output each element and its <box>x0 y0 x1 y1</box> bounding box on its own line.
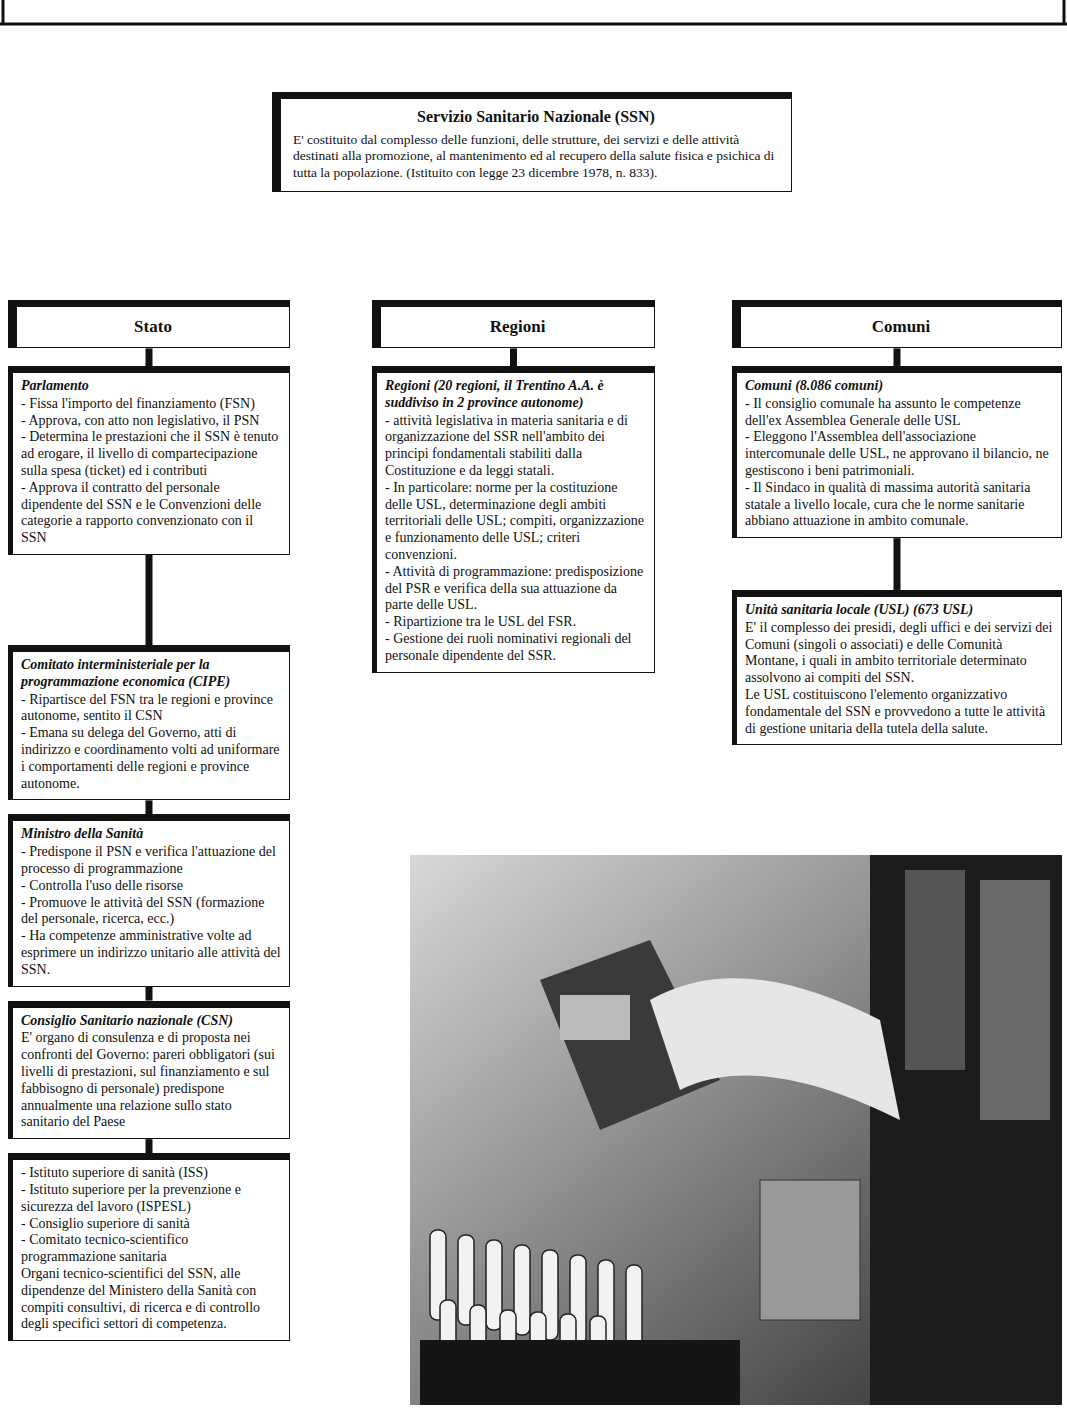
box-text: - Il consiglio comunale ha assunto le co… <box>745 396 1053 430</box>
frame-line <box>0 23 1067 26</box>
box-text: - Gestione dei ruoli nominativi regional… <box>385 631 646 665</box>
connector-bar <box>510 348 517 366</box>
organ-box: Comuni (8.086 comuni)- Il consiglio comu… <box>732 366 1062 538</box>
organ-box: Consiglio Sanitario nazionale (CSN)E' or… <box>8 1001 290 1140</box>
title-box: Servizio Sanitario Nazionale (SSN) E' cos… <box>272 92 792 192</box>
photo-display <box>560 995 630 1040</box>
box-heading: Unità sanitaria locale (USL) (673 USL) <box>745 602 1053 619</box>
box-text: Le USL costituiscono l'elemento organizz… <box>745 687 1053 737</box>
box-text: - Comitato tecnico-scientifico programma… <box>21 1232 281 1266</box>
column-header: Regioni <box>372 300 655 348</box>
box-text: - In particolare: norme per la costituzi… <box>385 480 646 564</box>
photo-machine <box>870 855 1062 1405</box>
connector-bar <box>894 348 901 366</box>
lab-photo <box>410 855 1062 1405</box>
connector-bar <box>146 555 153 645</box>
organ-box: Comitato interministeriale per la progra… <box>8 645 290 800</box>
box-text: - Fissa l'importo del finanziamento (FSN… <box>21 396 281 413</box>
box-text: - Istituto superiore di sanità (ISS) <box>21 1165 281 1182</box>
box-text: - Promuove le attività del SSN (formazio… <box>21 895 281 929</box>
box-text: - attività legislativa in materia sanita… <box>385 413 646 480</box>
box-text: E' organo di consulenza e di proposta ne… <box>21 1030 281 1131</box>
connector-bar <box>146 1139 153 1153</box>
box-text: Stato <box>25 317 281 337</box>
box-text: - Ha competenze amministrative volte ad … <box>21 928 281 978</box>
organ-box: Unità sanitaria locale (USL) (673 USL)E'… <box>732 590 1062 745</box>
connector-bar <box>146 987 153 1001</box>
column-header: Stato <box>8 300 290 348</box>
connector-bar <box>146 800 153 814</box>
column-header: Comuni <box>732 300 1062 348</box>
box-text: E' costituito dal complesso delle funzio… <box>293 132 779 181</box>
box-text: - Attività di programmazione: predisposi… <box>385 564 646 614</box>
box-heading: Ministro della Sanità <box>21 826 281 843</box>
photo-machine <box>980 880 1050 1120</box>
box-text: - Approva, con atto non legislativo, il … <box>21 413 281 430</box>
box-text: - Ripartizione tra le USL del FSR. <box>385 614 646 631</box>
box-text: - Eleggono l'Assemblea dell'associazione… <box>745 429 1053 479</box>
organ-box: Parlamento- Fissa l'importo del finanzia… <box>8 366 290 555</box>
photo-machine <box>905 870 965 1070</box>
photo-rack <box>420 1340 740 1405</box>
box-text: - Consiglio superiore di sanità <box>21 1216 281 1233</box>
box-text: Comuni <box>749 317 1053 337</box>
connector-bar <box>894 538 901 590</box>
box-heading: Parlamento <box>21 378 281 395</box>
photo-ground <box>410 855 1062 1405</box>
box-text: - Controlla l'uso delle risorse <box>21 878 281 895</box>
box-heading: Consiglio Sanitario nazionale (CSN) <box>21 1013 281 1030</box>
box-text: - Predispone il PSN e verifica l'attuazi… <box>21 844 281 878</box>
box-heading: Comuni (8.086 comuni) <box>745 378 1053 395</box>
organ-box: Ministro della Sanità- Predispone il PSN… <box>8 814 290 986</box>
box-heading: Comitato interministeriale per la progra… <box>21 657 281 691</box>
box-heading: Servizio Sanitario Nazionale (SSN) <box>293 107 779 126</box>
organ-box: Regioni (20 regioni, il Trentino A.A. è … <box>372 366 655 673</box>
box-text: - Il Sindaco in qualità di massima autor… <box>745 480 1053 530</box>
box-text: Organi tecnico-scientifici del SSN, alle… <box>21 1266 281 1333</box>
photo-arm <box>650 978 900 1120</box>
box-text: E' il complesso dei presidi, degli uffic… <box>745 620 1053 687</box>
box-text: - Ripartisce del FSN tra le regioni e pr… <box>21 692 281 726</box>
box-text: - Emana su delega del Governo, atti di i… <box>21 725 281 792</box>
box-text: Regioni <box>389 317 646 337</box>
organ-box: - Istituto superiore di sanità (ISS)- Is… <box>8 1153 290 1341</box>
connector-bar <box>146 348 153 366</box>
box-heading: Regioni (20 regioni, il Trentino A.A. è … <box>385 378 646 412</box>
box-text: - Istituto superiore per la prevenzione … <box>21 1182 281 1216</box>
box-text: - Determina le prestazioni che il SSN è … <box>21 429 281 479</box>
frame-line <box>1063 0 1066 24</box>
photo-box <box>760 1180 860 1320</box>
box-text: - Approva il contratto del personale dip… <box>21 480 281 547</box>
frame-line <box>2 0 5 24</box>
